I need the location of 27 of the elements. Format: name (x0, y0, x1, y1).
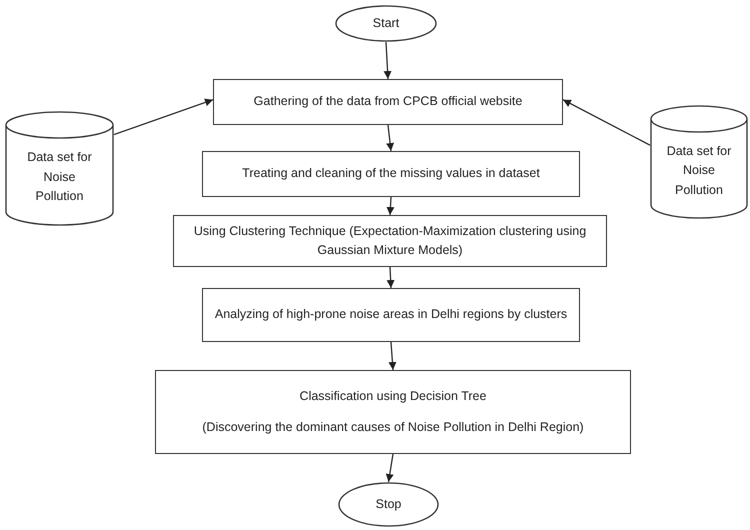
arrow (562, 99, 650, 146)
start-terminal (335, 5, 437, 42)
stop-terminal (338, 482, 439, 527)
process-box (202, 288, 580, 342)
step-text: Treating and cleaning of the missing values in dataset (242, 165, 540, 182)
process-box (155, 370, 631, 454)
arrow (114, 98, 214, 136)
step-text: Start (372, 14, 400, 32)
step-text: Stop (376, 496, 402, 513)
process-box (213, 79, 563, 125)
arrow (384, 42, 392, 80)
arrow (386, 196, 394, 216)
step-note: (Discovering the dominant causes of Noise Pollution in Delhi Region) (202, 419, 584, 436)
process-box (202, 151, 580, 197)
step-text: Gathering of the data from CPCB official website (254, 93, 522, 110)
database-cylinder (5, 112, 114, 225)
arrow (386, 266, 395, 288)
step-text: Using Clustering Technique (Expectation-Maximization clustering using Gaussian Mixture Models) (192, 222, 588, 259)
step-text: Data set for Noise Pollution (26, 149, 93, 206)
arrow (386, 124, 394, 152)
database-cylinder (650, 106, 748, 218)
arrow (388, 342, 396, 370)
step-text: Classification using Decision Tree (300, 388, 486, 405)
arrow (386, 454, 394, 482)
step-text: Analyzing of high-prone noise areas in Delhi regions by clusters (214, 306, 568, 324)
step-text: Data set for Noise Pollution (666, 142, 732, 199)
process-box (173, 215, 607, 267)
